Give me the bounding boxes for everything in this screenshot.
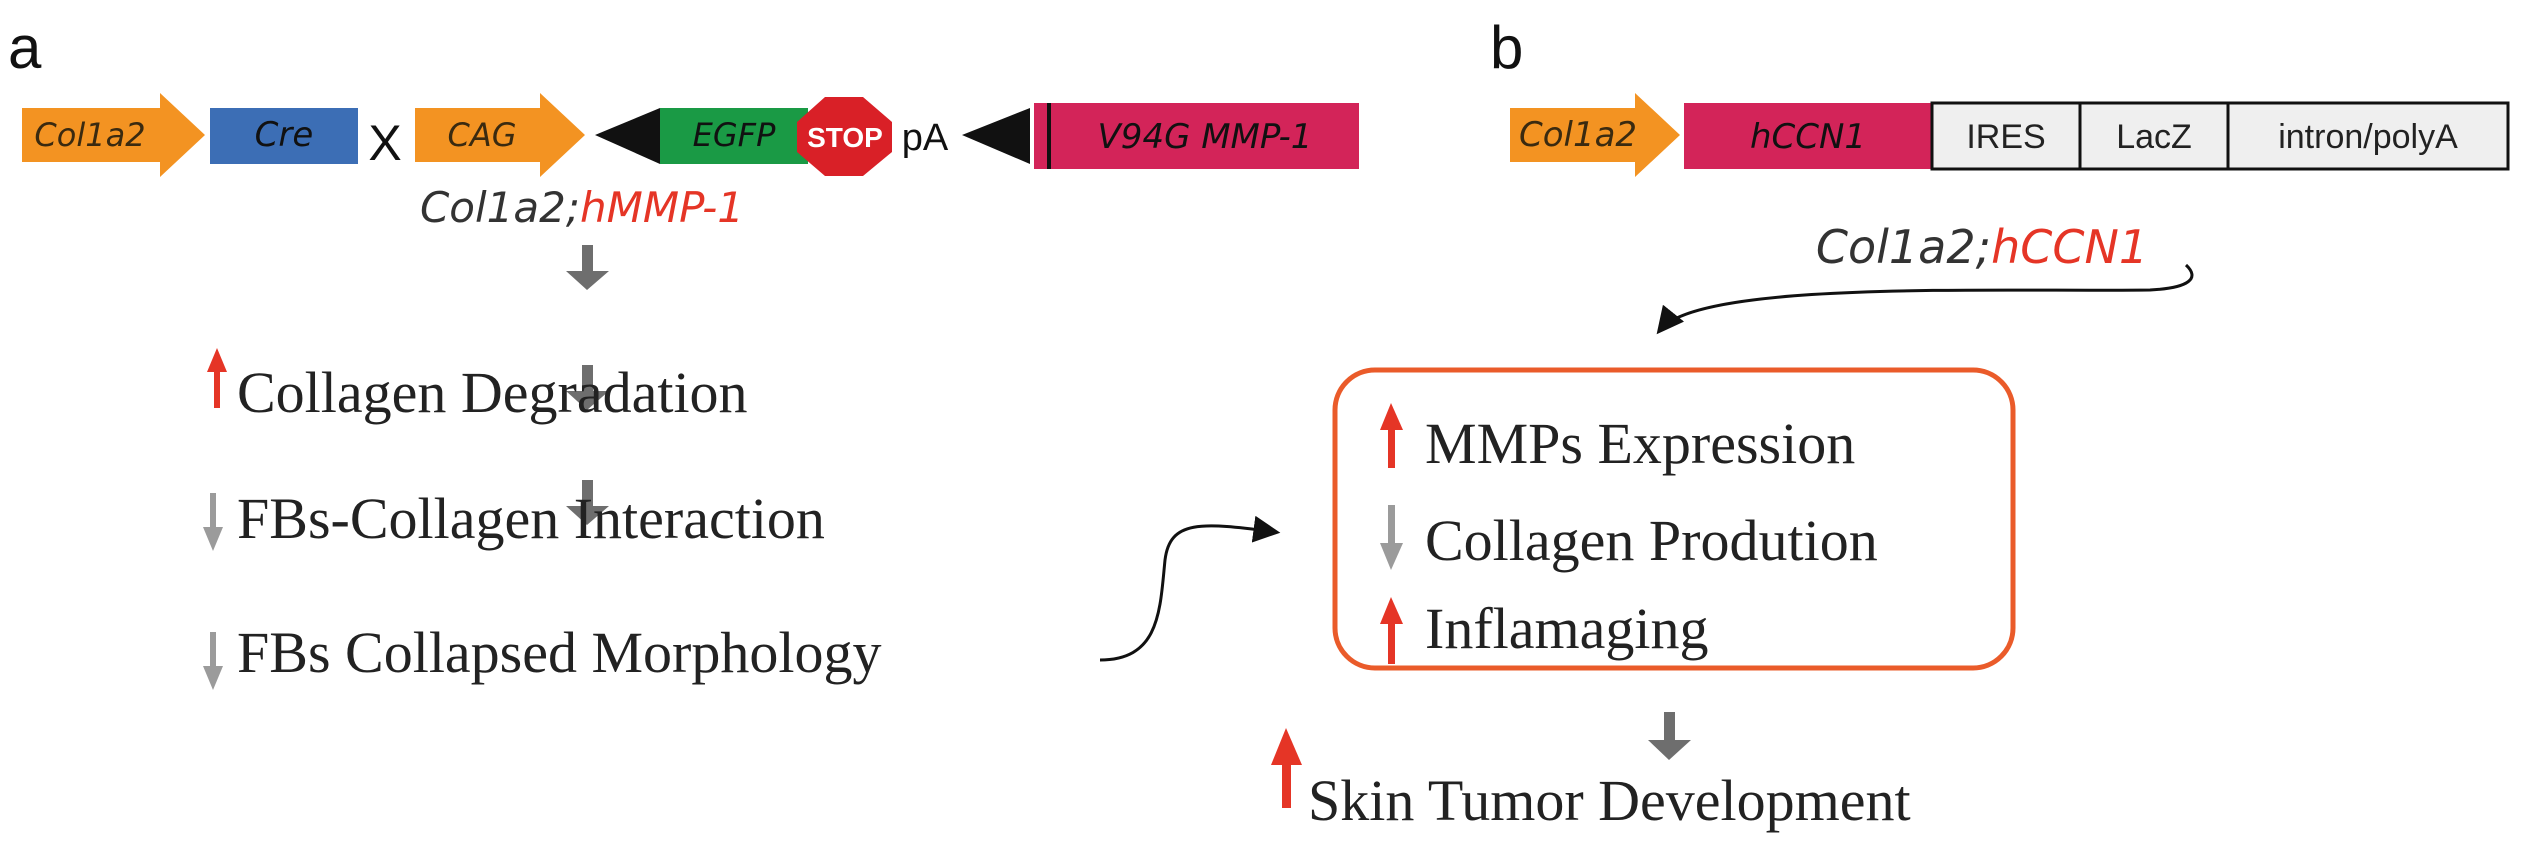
- step-1-up-arrow-icon: [207, 348, 227, 408]
- ires-box: [1930, 101, 2082, 171]
- mmp1-box: [1034, 103, 1359, 169]
- ires-label: IRES: [1966, 118, 2045, 156]
- hccn1-box: [1684, 103, 1932, 169]
- egfp-label: EGFP: [693, 116, 776, 154]
- stop-octagon-icon: [797, 97, 892, 176]
- box-item-3-text: Inflamaging: [1425, 596, 1708, 661]
- cross-symbol: X: [368, 115, 401, 171]
- panel-a-label: a: [8, 14, 42, 81]
- box-item-3-up-arrow-icon: [1380, 597, 1403, 664]
- genotype-b-highlight: hCCN1: [1991, 220, 2148, 274]
- step-1-text: Collagen Degradation: [237, 360, 748, 425]
- step-2-down-arrow-icon: [203, 493, 223, 551]
- cag-promoter-label: CAG: [447, 116, 516, 154]
- box-item-2-text: Collagen Prodution: [1425, 508, 1878, 573]
- genotype-a: Col1a2;hMMP-1: [420, 183, 744, 232]
- cre-label: Cre: [255, 115, 314, 155]
- col1a2-promoter-arrow-b: [1510, 93, 1680, 177]
- flow-arrow-a3: [566, 480, 609, 525]
- pa-label: pA: [902, 117, 949, 159]
- col1a2-promoter-label-b: Col1a2: [1519, 115, 1637, 155]
- panel-b-label: b: [1490, 14, 1523, 81]
- loxp-triangle-right: [962, 108, 1030, 164]
- step-3-text: FBs Collapsed Morphology: [237, 620, 882, 685]
- genotype-b: Col1a2;hCCN1: [1816, 220, 2148, 274]
- box-item-1-text: MMPs Expression: [1425, 411, 1855, 476]
- flow-arrow-a2: [566, 365, 609, 410]
- col1a2-promoter-arrow-a: [22, 93, 205, 177]
- flow-arrow-b: [1648, 712, 1691, 760]
- stop-label: STOP: [807, 122, 883, 153]
- step-2-text: FBs-Collagen Interaction: [237, 486, 825, 551]
- col1a2-promoter-label-a: Col1a2: [34, 116, 145, 154]
- intron-polya-label: intron/polyA: [2278, 118, 2458, 156]
- outcome-text: Skin Tumor Development: [1308, 768, 1911, 833]
- box-item-2-down-arrow-icon: [1380, 505, 1403, 570]
- flow-arrow-a1: [566, 245, 609, 290]
- genotype-b-prefix: Col1a2;: [1816, 220, 1991, 274]
- egfp-box: [660, 108, 808, 164]
- effects-box: [1332, 367, 2016, 671]
- genotype-a-prefix: Col1a2;: [420, 183, 580, 232]
- cre-box: [210, 108, 358, 164]
- loxp-triangle-left: [595, 108, 660, 164]
- intron-polya-box: [2226, 101, 2510, 171]
- connector-a-to-box: [1099, 515, 1281, 662]
- genotype-a-highlight: hMMP-1: [580, 183, 744, 232]
- cag-promoter-arrow: [415, 93, 585, 177]
- outcome-up-arrow-icon: [1271, 728, 1302, 808]
- connector-genotype-b-to-box: [1656, 263, 2194, 335]
- lacz-label: LacZ: [2116, 118, 2192, 156]
- hccn1-label: hCCN1: [1750, 117, 1866, 157]
- step-3-down-arrow-icon: [203, 632, 223, 690]
- box-item-1-up-arrow-icon: [1380, 403, 1403, 468]
- mmp1-label: V94G MMP-1: [1098, 117, 1313, 157]
